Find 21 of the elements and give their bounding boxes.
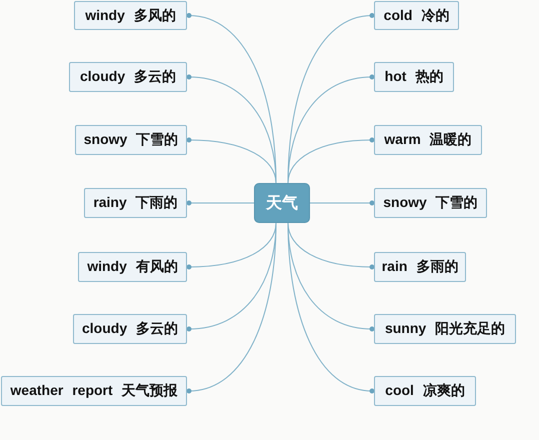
connector-line <box>288 138 374 184</box>
connector-line <box>186 200 254 206</box>
central-topic-box: 天气 <box>254 183 310 223</box>
topic-box: rain 多雨的 <box>374 252 466 282</box>
connector-line <box>186 138 276 184</box>
connector-line <box>288 222 374 394</box>
topic-box: weather report 天气预报 <box>1 376 187 406</box>
topic-box: hot 热的 <box>374 62 454 92</box>
connector-line <box>310 200 374 206</box>
topic-box: cold 冷的 <box>374 1 459 30</box>
topic-box: sunny 阳光充足的 <box>374 314 516 344</box>
topic-box: rainy 下雨的 <box>84 188 187 218</box>
topic-box: cloudy 多云的 <box>73 314 187 344</box>
topic-box: warm 温暖的 <box>374 125 482 155</box>
topic-box: cloudy 多云的 <box>69 62 187 92</box>
topic-box: cool 凉爽的 <box>374 376 476 406</box>
topic-box: snowy 下雪的 <box>75 125 187 155</box>
topic-box: windy 有风的 <box>78 252 187 282</box>
connector-line <box>186 222 276 394</box>
topic-box: windy 多风的 <box>74 1 187 30</box>
topic-box: snowy 下雪的 <box>374 188 487 218</box>
